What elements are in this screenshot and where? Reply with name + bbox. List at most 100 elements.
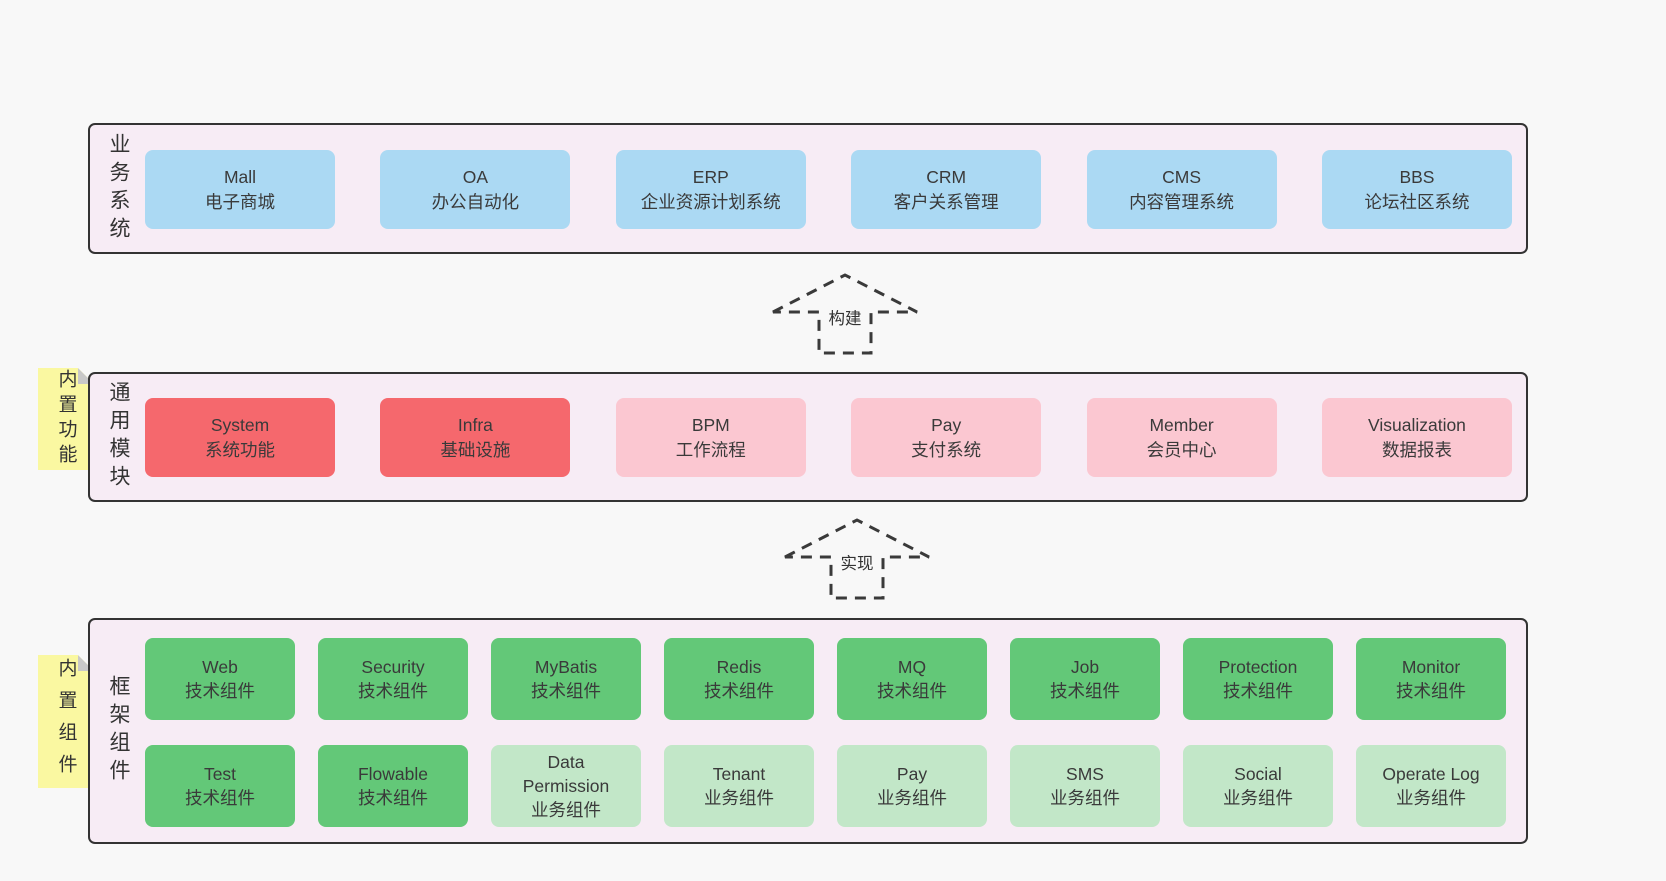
builtin-components-note-label: 内置组件 (55, 657, 77, 786)
box-title: System (210, 415, 270, 436)
box-title: ERP (692, 167, 729, 188)
box-subtitle: 业务组件 (1223, 788, 1293, 808)
module-box: Visualization 数据报表 (1321, 398, 1512, 477)
box-subtitle: 技术组件 (1050, 681, 1120, 701)
builtin-functions-note-label: 内置功能 (55, 369, 77, 469)
box-subtitle: 技术组件 (1396, 681, 1466, 701)
component-box: Flowable 技术组件 (318, 745, 468, 827)
module-box: System 系统功能 (145, 398, 335, 477)
box-subtitle: 系统功能 (205, 439, 275, 460)
box-subtitle: 办公自动化 (431, 191, 520, 212)
box-title: Infra (457, 415, 493, 436)
component-box: Redis 技术组件 (664, 638, 814, 720)
component-box: Protection 技术组件 (1183, 638, 1333, 720)
component-box: Web 技术组件 (145, 638, 295, 720)
box-title: Redis (716, 656, 762, 677)
component-box: Social 业务组件 (1183, 745, 1333, 827)
box-title: CRM (926, 167, 967, 188)
business-systems-box-row: Mall 电子商城 OA 办公自动化 ERP 企业资源计划系统 CRM 客户关系管理 CMS 内容… (145, 150, 1512, 229)
build-arrow-label: 构建 (825, 305, 865, 329)
box-subtitle: 业务组件 (704, 788, 774, 808)
module-box: Member 会员中心 (1086, 398, 1277, 477)
box-title: Web (202, 656, 238, 677)
component-box: MyBatis 技术组件 (491, 638, 641, 720)
box-title: Visualization (1367, 415, 1466, 436)
box-title: Data Permission (522, 751, 610, 796)
box-subtitle: 企业资源计划系统 (640, 191, 781, 212)
box-subtitle: 技术组件 (358, 681, 428, 701)
box-subtitle: 技术组件 (877, 681, 947, 701)
box-subtitle: 会员中心 (1146, 439, 1217, 460)
business-system-box: BBS 论坛社区系统 (1321, 150, 1512, 229)
business-systems-layer: 业务系统 Mall 电子商城 OA 办公自动化 ERP 企业资源计划系统 CRM 客户关系管理… (88, 123, 1528, 254)
box-subtitle: 基础设施 (440, 439, 511, 460)
box-subtitle: 数据报表 (1381, 439, 1452, 460)
component-box: Pay 业务组件 (837, 745, 987, 827)
component-box: Job 技术组件 (1010, 638, 1160, 720)
box-subtitle: 内容管理系统 (1129, 191, 1235, 212)
business-system-box: OA 办公自动化 (380, 150, 571, 229)
box-title: Job (1070, 656, 1100, 677)
box-title: SMS (1066, 763, 1104, 784)
component-box: Data Permission 业务组件 (491, 745, 641, 827)
common-modules-layer-label: 通用模块 (107, 381, 130, 493)
box-subtitle: 技术组件 (1223, 681, 1293, 701)
business-system-box: CRM 客户关系管理 (851, 150, 1042, 229)
box-title: Operate Log (1382, 763, 1480, 784)
framework-components-layer-label: 框架组件 (107, 675, 130, 787)
box-subtitle: 技术组件 (185, 788, 255, 808)
box-title: Tenant (712, 763, 766, 784)
box-subtitle: 支付系统 (911, 439, 982, 460)
box-subtitle: 论坛社区系统 (1364, 191, 1470, 212)
box-title: Protection (1218, 656, 1298, 677)
box-subtitle: 业务组件 (1396, 788, 1466, 808)
business-systems-layer-label: 业务系统 (107, 132, 130, 245)
implement-arrow: 实现 (782, 517, 932, 601)
box-title: Social (1234, 763, 1282, 784)
up-arrow-dashed-icon (772, 273, 918, 355)
box-subtitle: 业务组件 (877, 788, 947, 808)
box-title: Flowable (357, 763, 429, 784)
component-box: Test 技术组件 (145, 745, 295, 827)
box-title: Mall (223, 167, 257, 188)
component-box: SMS 业务组件 (1010, 745, 1160, 827)
box-title: OA (462, 167, 489, 188)
up-arrow-dashed-icon (784, 518, 930, 600)
component-box: Operate Log 业务组件 (1356, 745, 1506, 827)
builtin-components-note: 内置组件 (38, 655, 94, 788)
box-subtitle: 客户关系管理 (893, 191, 999, 212)
box-subtitle: 技术组件 (704, 681, 774, 701)
component-box: MQ 技术组件 (837, 638, 987, 720)
box-title: BBS (1399, 167, 1435, 188)
box-title: BPM (691, 415, 730, 436)
box-subtitle: 业务组件 (531, 800, 601, 821)
box-title: Test (203, 763, 237, 784)
business-system-box: ERP 企业资源计划系统 (615, 150, 806, 229)
builtin-functions-note: 内置功能 (38, 368, 94, 470)
box-title: Pay (896, 763, 928, 784)
implement-arrow-label: 实现 (837, 550, 877, 574)
box-title: MQ (897, 656, 927, 677)
box-title: CMS (1162, 167, 1201, 188)
business-system-box: CMS 内容管理系统 (1086, 150, 1277, 229)
module-box: Pay 支付系统 (851, 398, 1042, 477)
box-subtitle: 技术组件 (531, 681, 601, 701)
box-subtitle: 技术组件 (185, 681, 255, 701)
box-title: Security (361, 656, 425, 677)
component-box: Security 技术组件 (318, 638, 468, 720)
box-subtitle: 业务组件 (1050, 788, 1120, 808)
box-title: MyBatis (534, 656, 598, 677)
component-box: Tenant 业务组件 (664, 745, 814, 827)
box-subtitle: 电子商城 (205, 191, 275, 212)
box-title: Member (1149, 415, 1214, 436)
box-subtitle: 技术组件 (358, 788, 428, 808)
build-arrow: 构建 (770, 272, 920, 356)
box-title: Pay (931, 415, 962, 436)
